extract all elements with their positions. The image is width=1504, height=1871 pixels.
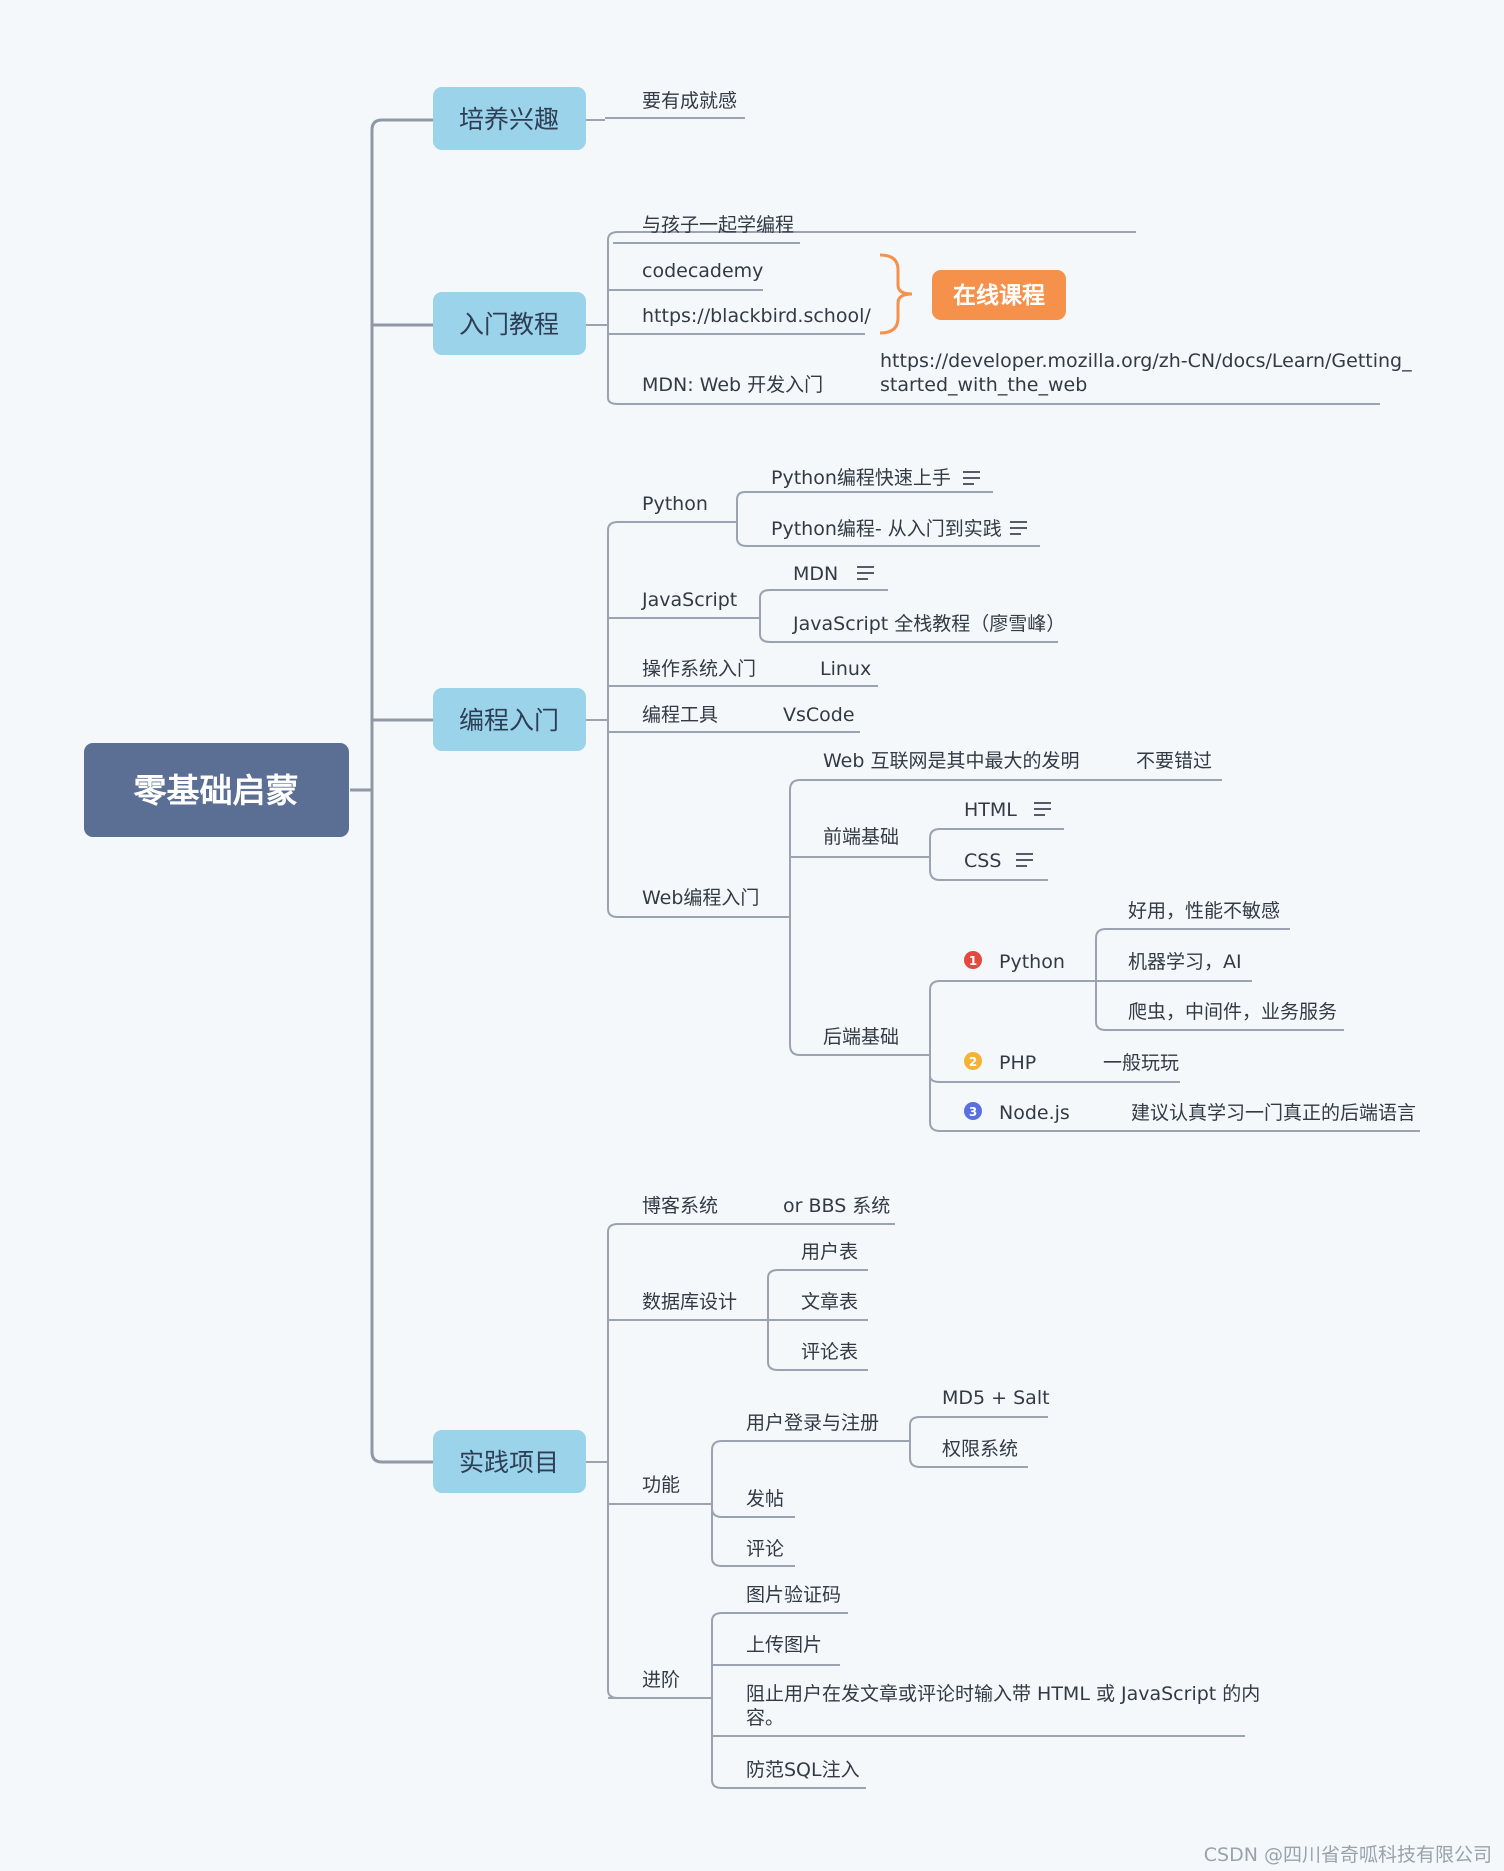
node-mdn-web[interactable]: MDN: Web 开发入门	[642, 374, 823, 396]
node-user-table[interactable]: 用户表	[801, 1241, 858, 1263]
node-os-intro[interactable]: 操作系统入门	[642, 658, 756, 680]
node-web-invention[interactable]: Web 互联网是其中最大的发明	[823, 750, 1079, 772]
node-backend-python[interactable]: Python	[999, 951, 1065, 973]
note-icon	[1010, 521, 1027, 535]
watermark: CSDN @四川省奇呱科技有限公司	[1204, 1844, 1492, 1866]
node-linux[interactable]: Linux	[820, 658, 871, 680]
node-login[interactable]: 用户登录与注册	[746, 1412, 879, 1434]
topic-programming[interactable]	[433, 688, 586, 751]
node-python-note-3[interactable]: 爬虫，中间件，业务服务	[1128, 1001, 1337, 1023]
node-bbs[interactable]: or BBS 系统	[783, 1195, 890, 1217]
node-md5-salt[interactable]: MD5 + Salt	[942, 1387, 1050, 1409]
node-post[interactable]: 发帖	[746, 1488, 784, 1510]
node-code-with-kids[interactable]: 与孩子一起学编程	[642, 214, 794, 236]
node-achievement[interactable]: 要有成就感	[642, 90, 737, 112]
node-db-design[interactable]: 数据库设计	[642, 1291, 737, 1313]
node-blackbird[interactable]: https://blackbird.school/	[642, 305, 871, 327]
topic-interest-label: 培养兴趣	[459, 105, 559, 134]
node-php-note[interactable]: 一般玩玩	[1103, 1052, 1179, 1074]
node-html[interactable]: HTML	[964, 799, 1017, 821]
root-title: 零基础启蒙	[134, 771, 299, 810]
topic-programming-label: 编程入门	[459, 706, 559, 735]
brace-icon	[879, 253, 913, 335]
node-tools[interactable]: 编程工具	[642, 704, 718, 726]
node-permissions[interactable]: 权限系统	[942, 1438, 1018, 1460]
node-mdn-url-line1[interactable]: https://developer.mozilla.org/zh-CN/docs…	[880, 350, 1412, 372]
node-python-book-1[interactable]: Python编程快速上手	[771, 467, 951, 489]
node-js-liaoxuefeng[interactable]: JavaScript 全栈教程（廖雪峰）	[792, 613, 1065, 635]
note-icon	[857, 566, 874, 580]
node-vscode[interactable]: VsCode	[783, 704, 855, 726]
trunk-line	[370, 118, 433, 1464]
topic-interest[interactable]	[433, 87, 586, 150]
node-css[interactable]: CSS	[964, 850, 1001, 872]
node-frontend[interactable]: 前端基础	[823, 826, 899, 848]
svg-text:3: 3	[969, 1105, 977, 1119]
root-node[interactable]	[84, 743, 349, 837]
node-features[interactable]: 功能	[642, 1474, 680, 1496]
note-icon	[1034, 802, 1051, 816]
topic-tutorial-label: 入门教程	[459, 310, 559, 339]
priority-3-icon	[964, 1102, 982, 1120]
node-sql-injection[interactable]: 防范SQL注入	[746, 1759, 860, 1781]
node-python[interactable]: Python	[642, 493, 708, 515]
node-codecademy[interactable]: codecademy	[642, 260, 763, 282]
node-node-note[interactable]: 建议认真学习一门真正的后端语言	[1131, 1102, 1416, 1124]
node-backend-php[interactable]: PHP	[999, 1052, 1036, 1074]
node-comment[interactable]: 评论	[746, 1538, 784, 1560]
node-backend-node[interactable]: Node.js	[999, 1102, 1070, 1124]
topic-practice-label: 实践项目	[459, 1448, 559, 1477]
node-js-mdn[interactable]: MDN	[793, 563, 838, 585]
note-icon	[1016, 853, 1033, 867]
node-comment-table[interactable]: 评论表	[801, 1341, 858, 1363]
node-xss-line2[interactable]: 容。	[746, 1707, 784, 1729]
node-blog[interactable]: 博客系统	[642, 1195, 718, 1217]
priority-2-icon	[964, 1052, 982, 1070]
svg-text:1: 1	[969, 954, 977, 968]
node-xss-line1[interactable]: 阻止用户在发文章或评论时输入带 HTML 或 JavaScript 的内	[746, 1683, 1260, 1705]
svg-text:2: 2	[969, 1055, 977, 1069]
node-captcha[interactable]: 图片验证码	[746, 1584, 841, 1606]
node-dont-miss[interactable]: 不要错过	[1136, 750, 1212, 772]
online-course-tag-label: 在线课程	[953, 282, 1045, 309]
online-course-tag[interactable]	[932, 270, 1066, 320]
node-mdn-url-line2[interactable]: started_with_the_web	[880, 374, 1087, 396]
note-icon	[963, 471, 980, 485]
node-javascript[interactable]: JavaScript	[641, 589, 737, 611]
node-article-table[interactable]: 文章表	[801, 1291, 858, 1313]
node-web-intro[interactable]: Web编程入门	[642, 887, 759, 909]
node-python-note-1[interactable]: 好用，性能不敏感	[1128, 900, 1280, 922]
topic-practice[interactable]	[433, 1430, 586, 1493]
node-backend[interactable]: 后端基础	[823, 1026, 899, 1048]
topic-tutorial[interactable]	[433, 292, 586, 355]
node-python-book-2[interactable]: Python编程- 从入门到实践	[771, 518, 1002, 540]
priority-1-icon	[964, 951, 982, 969]
node-python-note-2[interactable]: 机器学习，AI	[1128, 951, 1242, 973]
node-advanced[interactable]: 进阶	[642, 1669, 680, 1691]
node-upload[interactable]: 上传图片	[746, 1634, 822, 1656]
